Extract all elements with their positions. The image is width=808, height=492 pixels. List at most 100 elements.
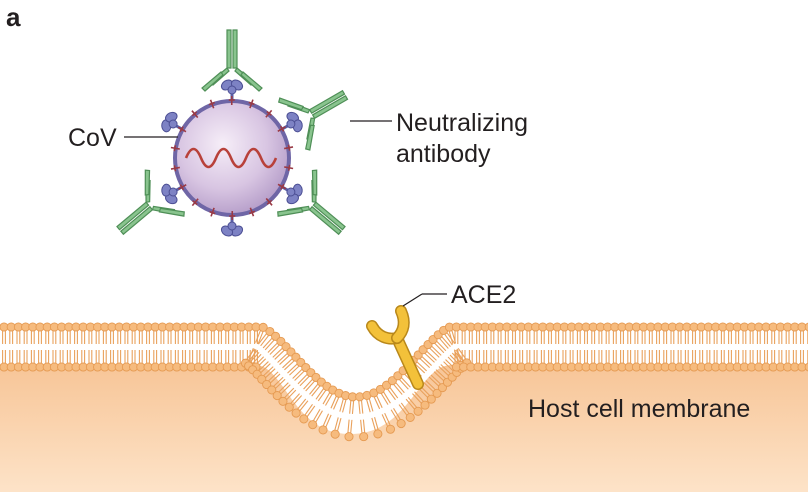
lipid-tail [286,389,297,400]
lipid-tail [270,373,281,384]
lipid-tail [267,342,278,353]
lipid-tail [248,350,258,362]
lipid-tail [334,417,339,431]
host-cell-membrane [0,322,808,492]
lipid-tail [428,376,439,387]
envelope-protein [229,210,236,221]
lipid-head [265,326,275,337]
lipid-tail [273,376,284,387]
lipid-tail [395,382,405,394]
lipid-tail [360,419,363,433]
lipid-tail [280,384,291,395]
lipid-tail [380,393,389,405]
envelope-protein [191,198,199,207]
lipid-tail [260,363,271,373]
lipid-tail [305,380,315,392]
lipid-head [308,420,318,430]
lipid-tail [315,388,324,400]
lipid-tail [389,387,399,399]
lipid-tail [376,395,383,408]
lipid-tail [290,393,300,404]
spike-protein [161,111,184,133]
lipid-tail [311,385,321,397]
lipid-tail [255,330,261,343]
lipid-tail [251,353,262,365]
lipid-tail [342,399,347,413]
lipid-tail [424,353,435,363]
envelope-protein [208,99,216,109]
lipid-tail [433,371,444,381]
lipid-tail [440,364,451,374]
viral-rna [184,147,278,169]
lipid-tail [274,350,285,360]
lipid-tail [398,404,408,416]
lipid-tail [277,353,288,363]
envelope-protein [170,165,180,172]
lipid-tail [322,392,331,405]
lipid-head [262,379,272,390]
lipid-tail [278,382,289,393]
lipid-head [375,384,385,394]
lipid-head [272,391,282,401]
lipid-tail [441,336,451,347]
antibody-top [201,29,263,92]
lipid-tail [349,400,352,414]
lipid-tail [371,417,376,431]
lipid-tail [383,391,391,404]
lipid-tail [366,399,371,413]
lipid-head [396,419,406,429]
lipid-tail [350,419,353,433]
lipid-tail [257,331,264,344]
lipid-tail [309,383,319,395]
envelope-protein [277,125,286,132]
lipid-tail [436,341,447,352]
lipid-tail [387,388,396,401]
envelope-proteins [170,95,294,221]
lipid-tail [401,377,411,388]
lipid-tail [289,365,300,376]
lipid-tail [317,390,327,402]
lipid-tail [337,418,342,431]
spike-protein [220,215,244,237]
envelope-protein [177,126,187,133]
lipid-tail [258,361,269,371]
lipid-tail [246,348,256,360]
lipid-tail [414,391,424,402]
antibody-bottom-right [277,169,346,236]
ace2-leader-line [402,293,447,307]
lipid-tail [297,374,308,385]
lipid-tail [407,397,418,408]
lipid-head [804,362,808,372]
envelope-protein [248,207,256,217]
lipid-head [344,432,354,442]
lipid-head [405,412,415,423]
spike-protein [280,111,303,133]
lipid-tail [351,400,355,414]
lipid-tail [287,363,298,374]
envelope-protein [170,145,180,152]
lipid-tail [265,368,276,378]
lipid-tail [322,413,330,426]
lipid-tail [263,366,274,376]
lipid-tail [306,405,316,417]
lipid-tail [374,417,379,430]
lipid-tail [448,331,454,344]
antibody-label-line2: antibody [396,140,491,168]
lipid-tail [421,356,432,366]
lipid-tail [330,396,337,409]
lipid-tail [313,408,321,421]
lipid-tail [430,374,441,385]
lipid-head [804,322,808,332]
lipid-tail [303,379,313,390]
lipid-tail [292,369,303,379]
cytoplasm-region [0,365,808,492]
lipid-tail [443,361,454,372]
lipid-tail [412,393,422,404]
lipid-tail [384,412,391,426]
lipid-tail [282,358,293,369]
lipid-tail [390,409,399,422]
lipid-tail [264,339,275,351]
lipid-tail [299,400,309,412]
lipid-head [318,425,328,435]
